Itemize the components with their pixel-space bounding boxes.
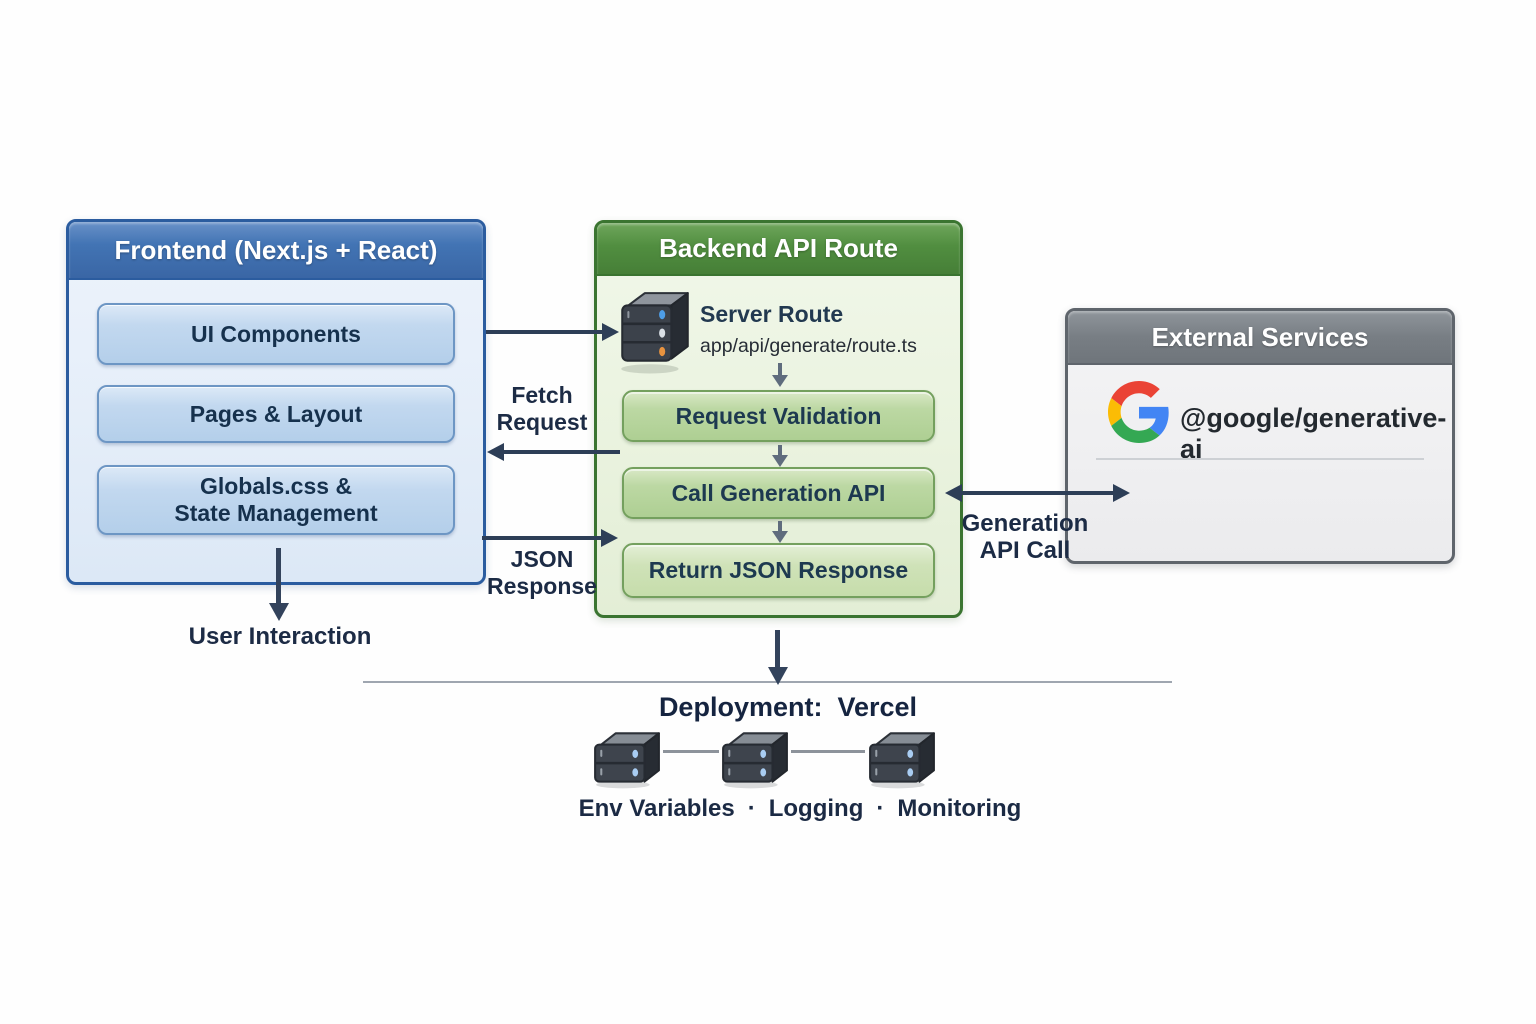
label-user-interaction: User Interaction bbox=[188, 623, 372, 650]
frontend-item-ui-components: UI Components bbox=[97, 303, 455, 365]
server-icon bbox=[869, 732, 935, 789]
server-icon bbox=[621, 292, 689, 374]
frontend-header: Frontend (Next.js + React) bbox=[69, 222, 483, 280]
backend-step-call-generation-api: Call Generation API bbox=[622, 467, 935, 519]
server-route-path: app/api/generate/route.ts bbox=[700, 335, 917, 357]
google-logo-icon bbox=[1108, 381, 1169, 443]
external-service-name: @google/generative-ai bbox=[1180, 403, 1447, 464]
frontend-item-globals-state: Globals.css & State Management bbox=[97, 465, 455, 535]
arrow-right-icon bbox=[601, 529, 618, 547]
dot-separator: · bbox=[876, 795, 885, 822]
arrow-down-icon bbox=[772, 531, 788, 543]
divider bbox=[1096, 458, 1424, 460]
frontend-box: Frontend (Next.js + React) UI Components… bbox=[66, 219, 486, 585]
backend-box: Backend API Route Server Route app/api/g… bbox=[594, 220, 963, 618]
flow-arrow bbox=[778, 521, 782, 531]
label-json-response: JSON Response bbox=[487, 546, 597, 599]
arrow-left-icon bbox=[945, 484, 962, 502]
arrow-right-icon bbox=[1113, 484, 1130, 502]
arrow-backend-to-frontend bbox=[503, 450, 620, 454]
backend-step-label: Return JSON Response bbox=[648, 557, 909, 583]
external-services-title: External Services bbox=[1151, 321, 1369, 352]
backend-step-return-json-response: Return JSON Response bbox=[622, 543, 935, 598]
external-services-box: External Services @google/generative-ai bbox=[1065, 308, 1455, 564]
frontend-item-label: Globals.css & State Management bbox=[174, 473, 378, 526]
arrow-frontend-to-backend bbox=[486, 330, 603, 334]
server-connector-line bbox=[791, 750, 865, 753]
arrow-down-icon bbox=[772, 455, 788, 467]
backend-title: Backend API Route bbox=[659, 233, 898, 263]
deployment-services: Env Variables · Logging · Monitoring bbox=[560, 795, 1040, 823]
server-icon bbox=[722, 732, 788, 789]
deployment-service-env-variables: Env Variables bbox=[578, 795, 735, 822]
arrow-down-icon bbox=[772, 375, 788, 387]
label-generation-api-call: Generation API Call bbox=[961, 510, 1089, 564]
label-fetch-request: Fetch Request bbox=[496, 382, 588, 435]
deployment-service-logging: Logging bbox=[768, 795, 864, 822]
backend-step-request-validation: Request Validation bbox=[622, 390, 935, 442]
dot-separator: · bbox=[747, 795, 756, 822]
backend-header: Backend API Route bbox=[597, 223, 960, 276]
arrow-frontend-to-backend-bottom bbox=[482, 536, 603, 540]
server-route-title: Server Route bbox=[700, 301, 844, 327]
arrow-down-icon bbox=[768, 667, 788, 685]
arrow-down-icon bbox=[269, 603, 289, 621]
deployment-label: Deployment: bbox=[658, 692, 823, 722]
section-divider bbox=[363, 681, 1172, 683]
arrow-frontend-down bbox=[276, 548, 281, 604]
backend-step-label: Request Validation bbox=[675, 402, 882, 429]
deployment-service-monitoring: Monitoring bbox=[897, 795, 1022, 822]
frontend-title: Frontend (Next.js + React) bbox=[114, 234, 438, 265]
server-route-text: Server Route app/api/generate/route.ts bbox=[700, 301, 917, 358]
server-icon bbox=[594, 732, 660, 789]
arrow-backend-down bbox=[775, 630, 780, 668]
frontend-item-pages-layout: Pages & Layout bbox=[97, 385, 455, 443]
server-connector-line bbox=[663, 750, 719, 753]
flow-arrow bbox=[778, 363, 782, 375]
backend-step-label: Call Generation API bbox=[671, 479, 886, 506]
frontend-item-label: UI Components bbox=[191, 320, 361, 347]
deployment-title: Deployment: Vercel bbox=[588, 692, 988, 723]
arrow-backend-external bbox=[960, 491, 1115, 495]
deployment-platform: Vercel bbox=[837, 692, 918, 722]
arrow-right-icon bbox=[602, 323, 619, 341]
frontend-item-label: Pages & Layout bbox=[189, 400, 363, 427]
external-services-header: External Services bbox=[1068, 311, 1452, 365]
arrow-left-icon bbox=[487, 443, 504, 461]
flow-arrow bbox=[778, 445, 782, 455]
